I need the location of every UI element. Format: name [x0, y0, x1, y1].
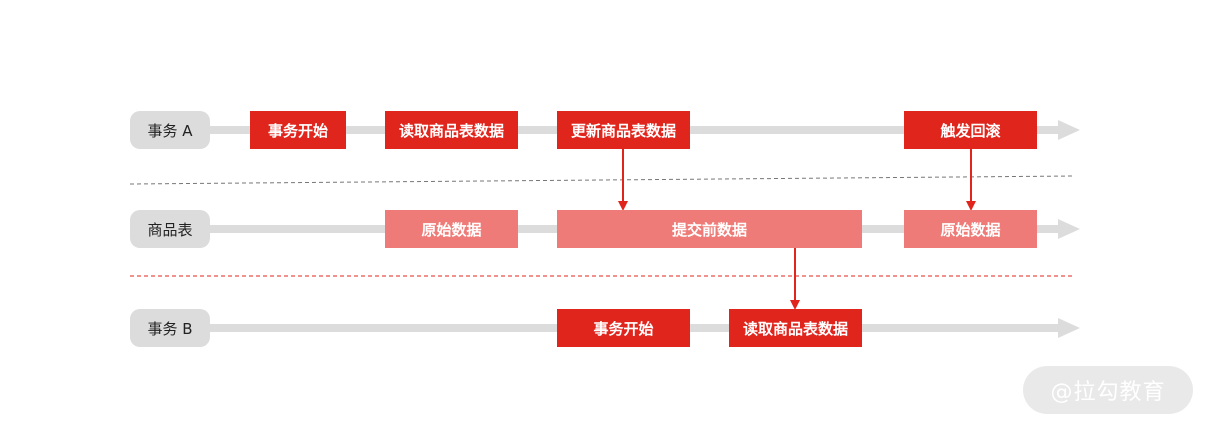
track-b-arrowhead — [1058, 318, 1080, 338]
box-a-trigger-rollback: 触发回滚 — [904, 111, 1037, 149]
arrow-update-head — [618, 201, 628, 211]
watermark-badge: @拉勾教育 — [1023, 366, 1193, 414]
lane-label-table: 商品表 — [130, 210, 210, 248]
lane-label-transaction-b: 事务 B — [130, 309, 210, 347]
box-b-transaction-start: 事务开始 — [557, 309, 690, 347]
track-a-arrowhead — [1058, 120, 1080, 140]
arrow-rollback-head — [966, 201, 976, 211]
box-table-original-data-2: 原始数据 — [904, 210, 1037, 248]
track-table-arrowhead — [1058, 219, 1080, 239]
box-a-update-table: 更新商品表数据 — [557, 111, 690, 149]
box-table-original-data-1: 原始数据 — [385, 210, 518, 248]
box-table-precommit-data: 提交前数据 — [557, 210, 862, 248]
arrow-precommit-head — [790, 300, 800, 310]
lane-label-transaction-a: 事务 A — [130, 111, 210, 149]
box-a-read-table: 读取商品表数据 — [385, 111, 518, 149]
divider-gray — [129, 175, 1075, 185]
box-a-transaction-start: 事务开始 — [250, 111, 346, 149]
box-b-read-table: 读取商品表数据 — [729, 309, 862, 347]
